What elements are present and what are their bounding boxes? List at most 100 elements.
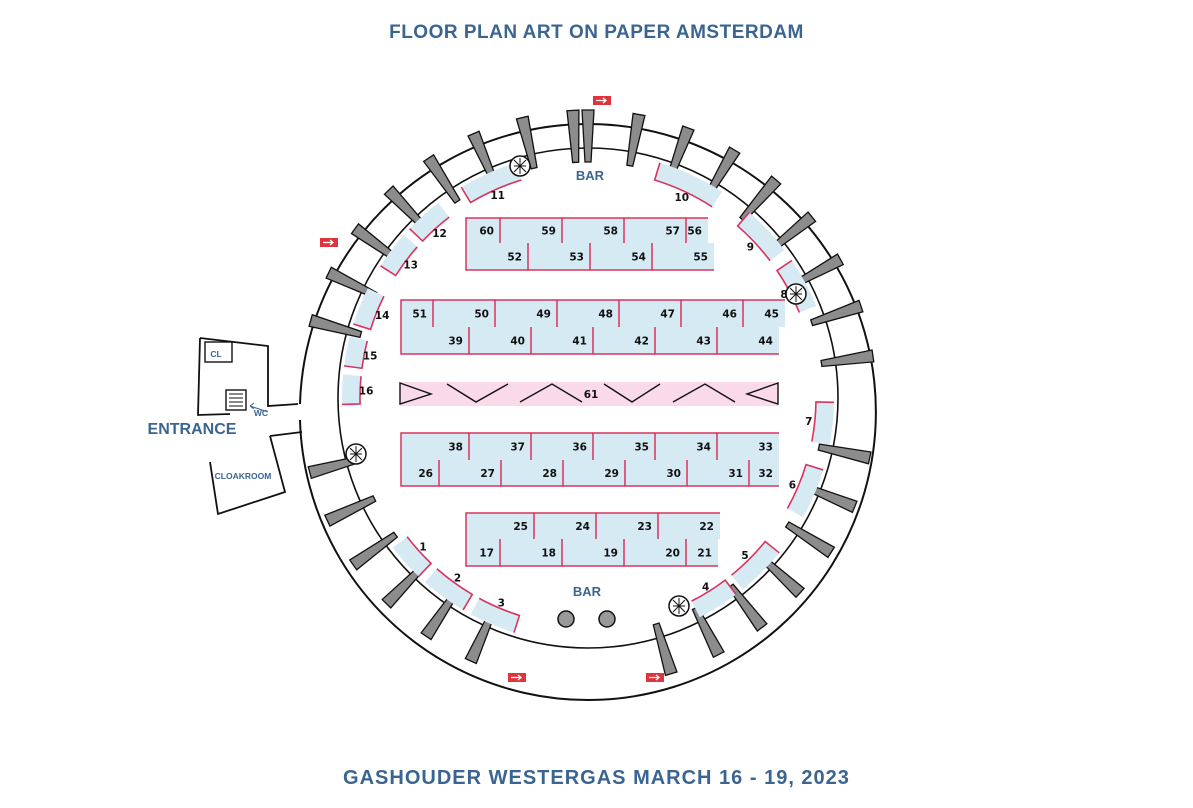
pillar [652, 622, 678, 677]
booth-wall [406, 536, 433, 577]
perimeter-booth [380, 234, 418, 276]
booth-number: 3 [498, 597, 505, 609]
booth-wall [654, 432, 717, 460]
booth-wall [527, 243, 590, 271]
perimeter-booth [654, 162, 722, 207]
booth-wall [460, 179, 522, 204]
pillar [422, 153, 461, 204]
booth-wall [465, 539, 500, 567]
booth-number: 57 [665, 226, 680, 238]
booth-number: 35 [634, 442, 649, 454]
perimeter-booth [787, 464, 824, 518]
booth-number: 22 [699, 521, 714, 533]
booth-number: 37 [510, 442, 525, 454]
cloakroom-label: CLOAKROOM [215, 471, 272, 481]
booth-wall [380, 246, 418, 277]
perimeter-booth [409, 202, 450, 242]
booth-wall [478, 597, 521, 633]
booth-wall [530, 432, 593, 460]
perimeter-booth [392, 536, 432, 577]
booth-number: 60 [479, 226, 494, 238]
booth-wall [556, 299, 619, 327]
booth-number: 24 [575, 521, 590, 533]
pillar [348, 531, 399, 571]
booth-wall [561, 539, 624, 567]
emergency-exit-icon [593, 96, 611, 105]
booth-number: 16 [359, 385, 374, 397]
pillar [323, 494, 377, 527]
booth-wall [748, 460, 779, 487]
booth-number: 10 [674, 192, 689, 204]
booth-number: 42 [634, 336, 649, 348]
perimeter-booth [353, 288, 384, 330]
booth-wall [685, 539, 718, 567]
booth-wall [786, 463, 824, 509]
row-background [401, 300, 785, 327]
row-background [401, 433, 779, 460]
perimeter-booth [811, 401, 834, 445]
booth-number: 4 [702, 581, 709, 593]
bar-label: BAR [573, 584, 602, 599]
booth-wall [494, 299, 557, 327]
booth-wall [775, 259, 801, 313]
pillar [817, 443, 872, 465]
row-background [401, 460, 779, 486]
booth-number: 33 [758, 442, 773, 454]
booth-number: 36 [572, 442, 587, 454]
booth-number: 18 [541, 548, 556, 560]
booth-wall [499, 539, 562, 567]
booth-wall [618, 299, 681, 327]
perimeter-booth [342, 374, 362, 405]
spiral-stair-icon [345, 443, 367, 465]
booth-wall [685, 217, 708, 243]
booth-number: 21 [697, 548, 712, 560]
outer-wall [299, 123, 877, 701]
booth-number: 55 [693, 252, 708, 264]
row-background [466, 539, 718, 566]
booth-number: 50 [474, 309, 489, 321]
booth-wall [500, 460, 563, 487]
booth-wall [409, 216, 450, 243]
booth-wall [561, 217, 624, 243]
booth-number: 31 [728, 468, 743, 480]
booth-number: 26 [418, 468, 433, 480]
booth-number: 53 [569, 252, 584, 264]
booth-wall [400, 299, 433, 327]
spiral-stair-icon [668, 595, 690, 617]
booth-number: 29 [604, 468, 619, 480]
booth-wall [465, 243, 528, 271]
booth-number: 58 [603, 226, 618, 238]
stand-61: 61 [399, 382, 779, 406]
booth-wall [595, 512, 658, 539]
wc-label: WC [254, 408, 268, 418]
page-title: FLOOR PLAN ART ON PAPER AMSTERDAM [389, 22, 804, 43]
booth-number: 28 [542, 468, 557, 480]
perimeter-booth [691, 580, 737, 618]
booth-wall [465, 512, 534, 539]
booth-wall [730, 540, 780, 576]
booth-wall [530, 327, 593, 355]
booth-number: 7 [805, 416, 812, 428]
emergency-exit-icon [320, 238, 338, 247]
booth-wall [691, 578, 737, 602]
pillar [308, 313, 363, 339]
booth-wall [654, 327, 717, 355]
booth-number: 25 [513, 521, 528, 533]
pillar [515, 115, 538, 170]
booth-wall [353, 295, 385, 331]
booth-wall [468, 432, 531, 460]
booth-number: 49 [536, 309, 551, 321]
perimeter-booth [461, 162, 522, 203]
booth-number: 20 [665, 548, 680, 560]
booth-wall [589, 243, 652, 271]
pillars [307, 109, 875, 677]
booth-wall [742, 299, 785, 327]
booth-wall [716, 327, 779, 355]
booth-number: 56 [687, 226, 702, 238]
perimeter-booth [424, 568, 473, 610]
booth-wall [623, 217, 686, 243]
booth-wall [465, 217, 500, 243]
booth-number: 45 [764, 309, 779, 321]
